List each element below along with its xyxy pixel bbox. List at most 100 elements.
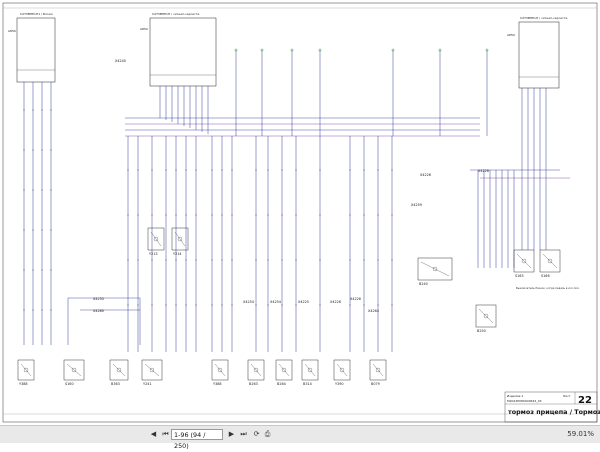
component-box — [369, 359, 387, 381]
component-symbol — [278, 363, 290, 377]
stamp-right: Лист — [563, 394, 571, 398]
component-symbol — [375, 367, 381, 373]
component-label: B079 — [371, 382, 380, 386]
connector-label: X4240 — [115, 59, 126, 63]
terminal — [290, 48, 294, 52]
component-label: B363 — [111, 382, 120, 386]
wire-group — [23, 48, 570, 352]
wiring-diagram: CXT3BHE1H1 / Блоки A850 CXT3BHE1H / сигн… — [2, 2, 600, 423]
zoom-level: 59.01% — [567, 430, 594, 438]
component-symbol — [153, 236, 159, 242]
component-symbol — [372, 363, 384, 377]
component-box — [301, 359, 319, 381]
component-symbol — [214, 363, 226, 377]
component-label: B263 — [249, 382, 258, 386]
component-box — [539, 249, 561, 273]
component-box — [147, 227, 165, 251]
terminal — [485, 48, 489, 52]
component-box — [171, 227, 189, 251]
component-symbol — [547, 258, 553, 264]
terminal — [260, 48, 264, 52]
right-module: CXT3BHE1H / сигнал-серсисте A850 — [507, 16, 568, 89]
sheet-title: тормоз прицепа / Тормоз — [508, 408, 600, 416]
component-group — [17, 227, 561, 381]
prev-page-icon[interactable]: ◀ — [150, 430, 157, 438]
center-module: CXT3BHE1H / сигнал-серсисте A850 — [140, 12, 217, 87]
title-block: Изделие 1 M2022P080400643_03 Лист 22 тор… — [504, 391, 600, 423]
connector-label: X4280 — [93, 309, 104, 313]
next-page-icon[interactable]: ▶ — [228, 430, 235, 438]
refresh-icon[interactable]: ⟳ — [253, 430, 260, 438]
connector-label: X4259 — [411, 203, 422, 207]
component-label: S166 — [541, 274, 550, 278]
page-number: 22 — [578, 395, 592, 406]
component-symbol — [542, 253, 558, 269]
component-symbol — [150, 231, 162, 247]
component-symbol — [304, 363, 316, 377]
connector-label: X4226 — [330, 300, 341, 304]
sheet-frame — [2, 2, 598, 423]
component-label: S160 — [65, 382, 74, 386]
connector-label: X4264 — [368, 309, 379, 313]
component-box — [141, 359, 163, 381]
connector-label: X4254 — [270, 300, 281, 304]
component-symbol — [307, 367, 313, 373]
component-symbol — [149, 367, 155, 373]
schematic-sheet: CXT3BHE1H1 / Блоки A850 CXT3BHE1H / сигн… — [2, 2, 600, 423]
first-page-icon[interactable]: ⏮ — [162, 430, 169, 438]
viewer-toolbar: ◀ ⏮ 1-96 (94 / 250) ▶ ⏭ ⟳ ⎙ 59.01% — [0, 425, 600, 450]
connector-label: X4226 — [350, 297, 361, 301]
component-symbol — [174, 231, 186, 247]
component-symbol — [116, 367, 122, 373]
component-symbol — [281, 367, 287, 373]
connector-label: X4226 — [420, 173, 431, 177]
component-label: Y241 — [143, 382, 152, 386]
terminal — [391, 48, 395, 52]
center-module-id: A850 — [140, 27, 148, 31]
component-label: Y388 — [19, 382, 28, 386]
component-box — [247, 359, 265, 381]
component-symbol — [483, 313, 489, 319]
component-box — [63, 359, 85, 381]
component-label: S165 — [515, 274, 524, 278]
component-symbol — [23, 367, 29, 373]
terminal — [318, 48, 322, 52]
component-symbol — [336, 363, 348, 377]
connector-label: X4255 — [93, 297, 104, 301]
component-symbol — [432, 266, 438, 272]
component-label: B240 — [419, 282, 428, 286]
component-symbol — [66, 363, 82, 377]
component-label: B250 — [477, 329, 486, 333]
right-module-id: A850 — [507, 33, 515, 37]
component-symbol — [71, 367, 77, 373]
component-box — [17, 359, 35, 381]
component-label: Y390 — [335, 382, 344, 386]
component-label: Y214 — [173, 252, 182, 256]
terminal — [438, 48, 442, 52]
component-box — [417, 257, 453, 281]
stamp-left-code: M2022P080400643_03 — [507, 399, 542, 403]
last-page-icon[interactable]: ⏭ — [240, 430, 247, 438]
component-box — [275, 359, 293, 381]
stamp-left: Изделие 1 — [507, 394, 523, 398]
component-box — [333, 359, 351, 381]
left-module-id: A850 — [8, 29, 16, 33]
component-symbol — [339, 367, 345, 373]
component-symbol — [177, 236, 183, 242]
print-icon[interactable]: ⎙ — [264, 430, 271, 438]
right-module-title: CXT3BHE1H / сигнал-серсисте — [520, 16, 568, 20]
connector-label: X4254 — [243, 300, 254, 304]
left-module: CXT3BHE1H1 / Блоки A850 — [8, 12, 56, 83]
component-symbol — [516, 253, 532, 269]
terminal — [234, 48, 238, 52]
component-symbol — [478, 308, 494, 324]
component-label: B264 — [277, 382, 286, 386]
component-box — [109, 359, 129, 381]
component-symbol — [521, 258, 527, 264]
page-input[interactable]: 1-96 (94 / 250) — [171, 429, 223, 450]
component-label: Y213 — [149, 252, 158, 256]
connector-label: X4225 — [298, 300, 309, 304]
switch-note: Выключатель Разнок, когда педаль в исх.п… — [516, 286, 580, 290]
component-symbol — [217, 367, 223, 373]
